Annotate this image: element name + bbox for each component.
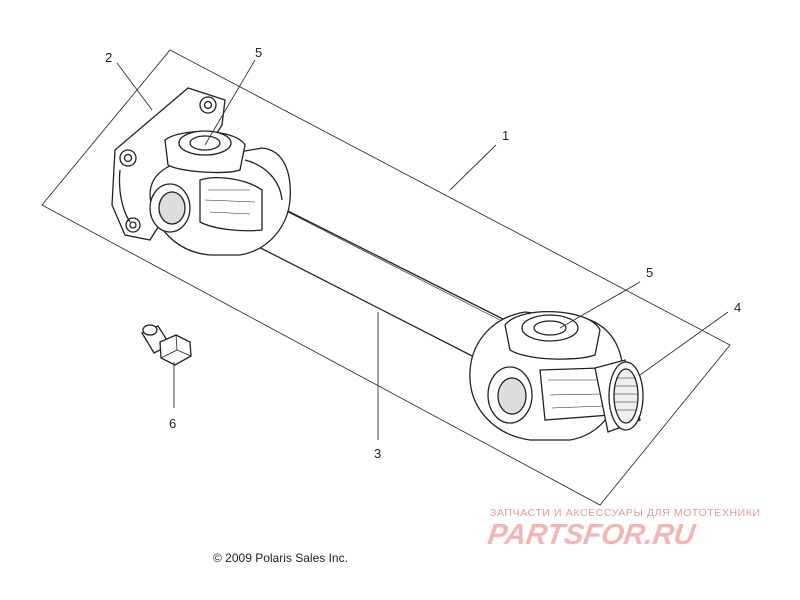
callout-3: 3 <box>374 446 381 461</box>
bolt-part <box>141 324 192 366</box>
assembly-outline <box>41 49 731 506</box>
splined-yoke <box>594 359 644 433</box>
leader-1 <box>449 144 497 191</box>
copyright-text: © 2009 Polaris Sales Inc. <box>213 551 348 565</box>
leader-2 <box>116 62 153 111</box>
leader-4 <box>639 311 729 376</box>
ujoint-left <box>149 130 291 256</box>
callout-5-right: 5 <box>646 265 653 280</box>
watermark-tagline: ЗАПЧАСТИ И АКСЕССУАРЫ ДЛЯ МОТОТЕХНИКИ <box>490 507 761 519</box>
callout-4: 4 <box>734 300 741 315</box>
callout-1: 1 <box>502 128 509 143</box>
leader-5-left <box>204 59 256 146</box>
leader-5-right <box>559 281 641 329</box>
watermark-logo: PARTSFOR.RU <box>485 519 698 551</box>
callout-2: 2 <box>105 50 112 65</box>
callout-5-left: 5 <box>255 45 262 60</box>
leader-lines <box>116 59 729 440</box>
callout-6: 6 <box>169 416 176 431</box>
ujoint-right <box>469 310 624 441</box>
